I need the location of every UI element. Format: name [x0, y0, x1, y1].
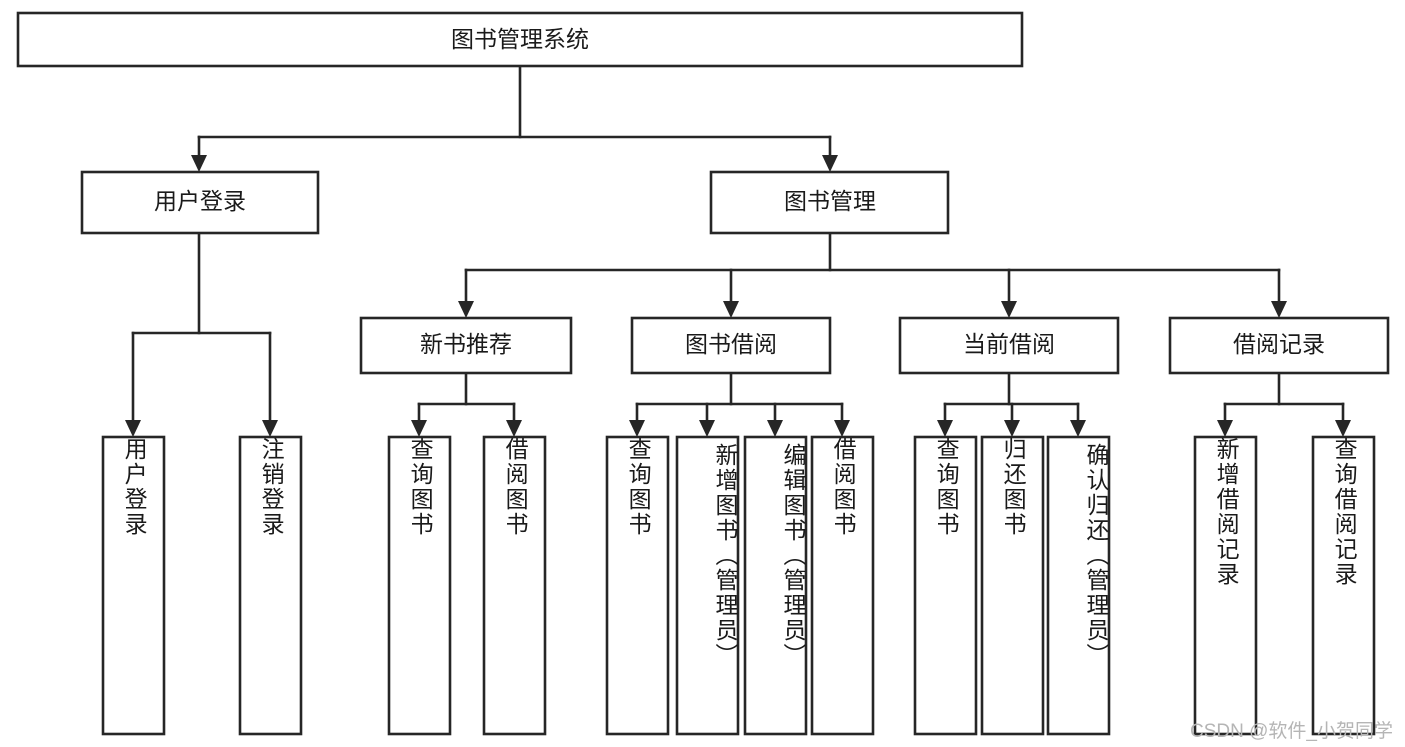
arrow-to-current: [1001, 301, 1017, 318]
node-leaf-1-box[interactable]: [101, 435, 166, 736]
node-borrow[interactable]: 图书借阅: [630, 316, 832, 375]
arrow-to-login: [191, 155, 207, 172]
arrow-leaf-11: [1070, 420, 1086, 437]
arrow-to-bookmgmt: [822, 155, 838, 172]
node-records-box[interactable]: [1168, 316, 1390, 375]
node-leaf-6-box[interactable]: [675, 435, 740, 736]
node-leaf-8-box[interactable]: [810, 435, 875, 736]
node-leaf-13-box[interactable]: [1311, 435, 1376, 736]
node-current[interactable]: 当前借阅: [898, 316, 1120, 375]
node-root[interactable]: 图书管理系统: [16, 11, 1024, 68]
arrow-leaf-7: [767, 420, 783, 437]
csdn-watermark: CSDN @软件_小贺同学: [1190, 721, 1393, 742]
arrow-leaf-12: [1217, 420, 1233, 437]
node-borrow-label: 图书借阅: [685, 331, 777, 357]
node-leaf-2-box[interactable]: [238, 435, 303, 736]
node-newbook-label: 新书推荐: [420, 331, 512, 357]
node-leaf-3-box[interactable]: [387, 435, 452, 736]
node-root-label: 图书管理系统: [451, 26, 589, 52]
arrow-to-records: [1271, 301, 1287, 318]
arrow-leaf-4: [506, 420, 522, 437]
node-login-label: 用户登录: [154, 188, 246, 214]
arrow-leaf-5: [629, 420, 645, 437]
node-bookmgmt[interactable]: 图书管理: [709, 170, 950, 235]
arrow-leaf-10: [1004, 420, 1020, 437]
node-borrow-box[interactable]: [630, 316, 832, 375]
node-leaf-9-box[interactable]: [913, 435, 978, 736]
node-leaf-5-box[interactable]: [605, 435, 670, 736]
arrow-leaf-3: [411, 420, 427, 437]
arrow-leaf-13: [1335, 420, 1351, 437]
node-leaf-10-box[interactable]: [980, 435, 1045, 736]
node-login-box[interactable]: [80, 170, 320, 235]
node-login[interactable]: 用户登录: [80, 170, 320, 235]
node-newbook-box[interactable]: [359, 316, 573, 375]
node-current-label: 当前借阅: [963, 331, 1055, 357]
arrow-to-borrow: [723, 301, 739, 318]
arrow-leaf-6: [699, 420, 715, 437]
node-leaf-4-box[interactable]: [482, 435, 547, 736]
node-current-box[interactable]: [898, 316, 1120, 375]
connector-group: [125, 64, 1351, 437]
arrow-leaf-9: [937, 420, 953, 437]
node-bookmgmt-box[interactable]: [709, 170, 950, 235]
node-bookmgmt-label: 图书管理: [784, 188, 876, 214]
node-newbook[interactable]: 新书推荐: [359, 316, 573, 375]
node-records[interactable]: 借阅记录: [1168, 316, 1390, 375]
arrow-leaf-8: [834, 420, 850, 437]
node-leaf-7-box[interactable]: [743, 435, 808, 736]
node-leaf-12-box[interactable]: [1193, 435, 1258, 736]
arrow-leaf-2: [262, 420, 278, 437]
node-leaf-11-box[interactable]: [1046, 435, 1111, 736]
node-records-label: 借阅记录: [1233, 331, 1325, 357]
arrow-to-newbook: [458, 301, 474, 318]
node-root-box[interactable]: [16, 11, 1024, 68]
arrow-leaf-1: [125, 420, 141, 437]
